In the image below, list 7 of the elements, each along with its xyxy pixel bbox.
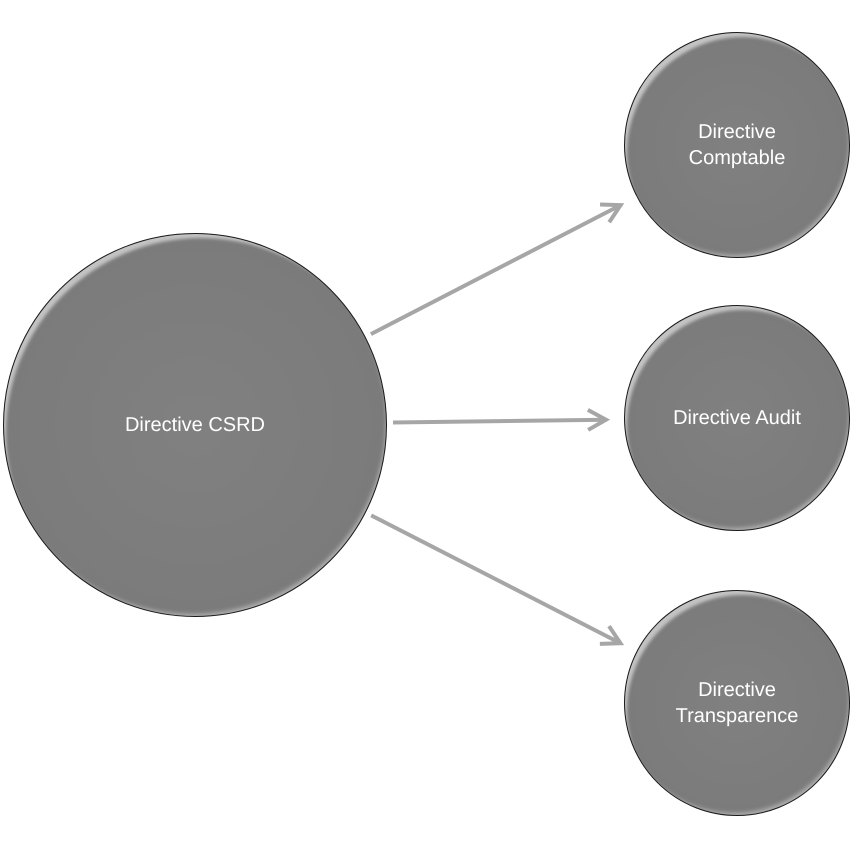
- node-label: Directive CSRD: [124, 413, 266, 438]
- arrow: [370, 514, 622, 646]
- arrow: [392, 408, 608, 432]
- node-label: Directive Comptable: [688, 120, 786, 171]
- node-label: Directive Audit: [673, 406, 801, 431]
- node-label: Directive Transparence: [674, 678, 800, 729]
- arrow: [370, 202, 623, 336]
